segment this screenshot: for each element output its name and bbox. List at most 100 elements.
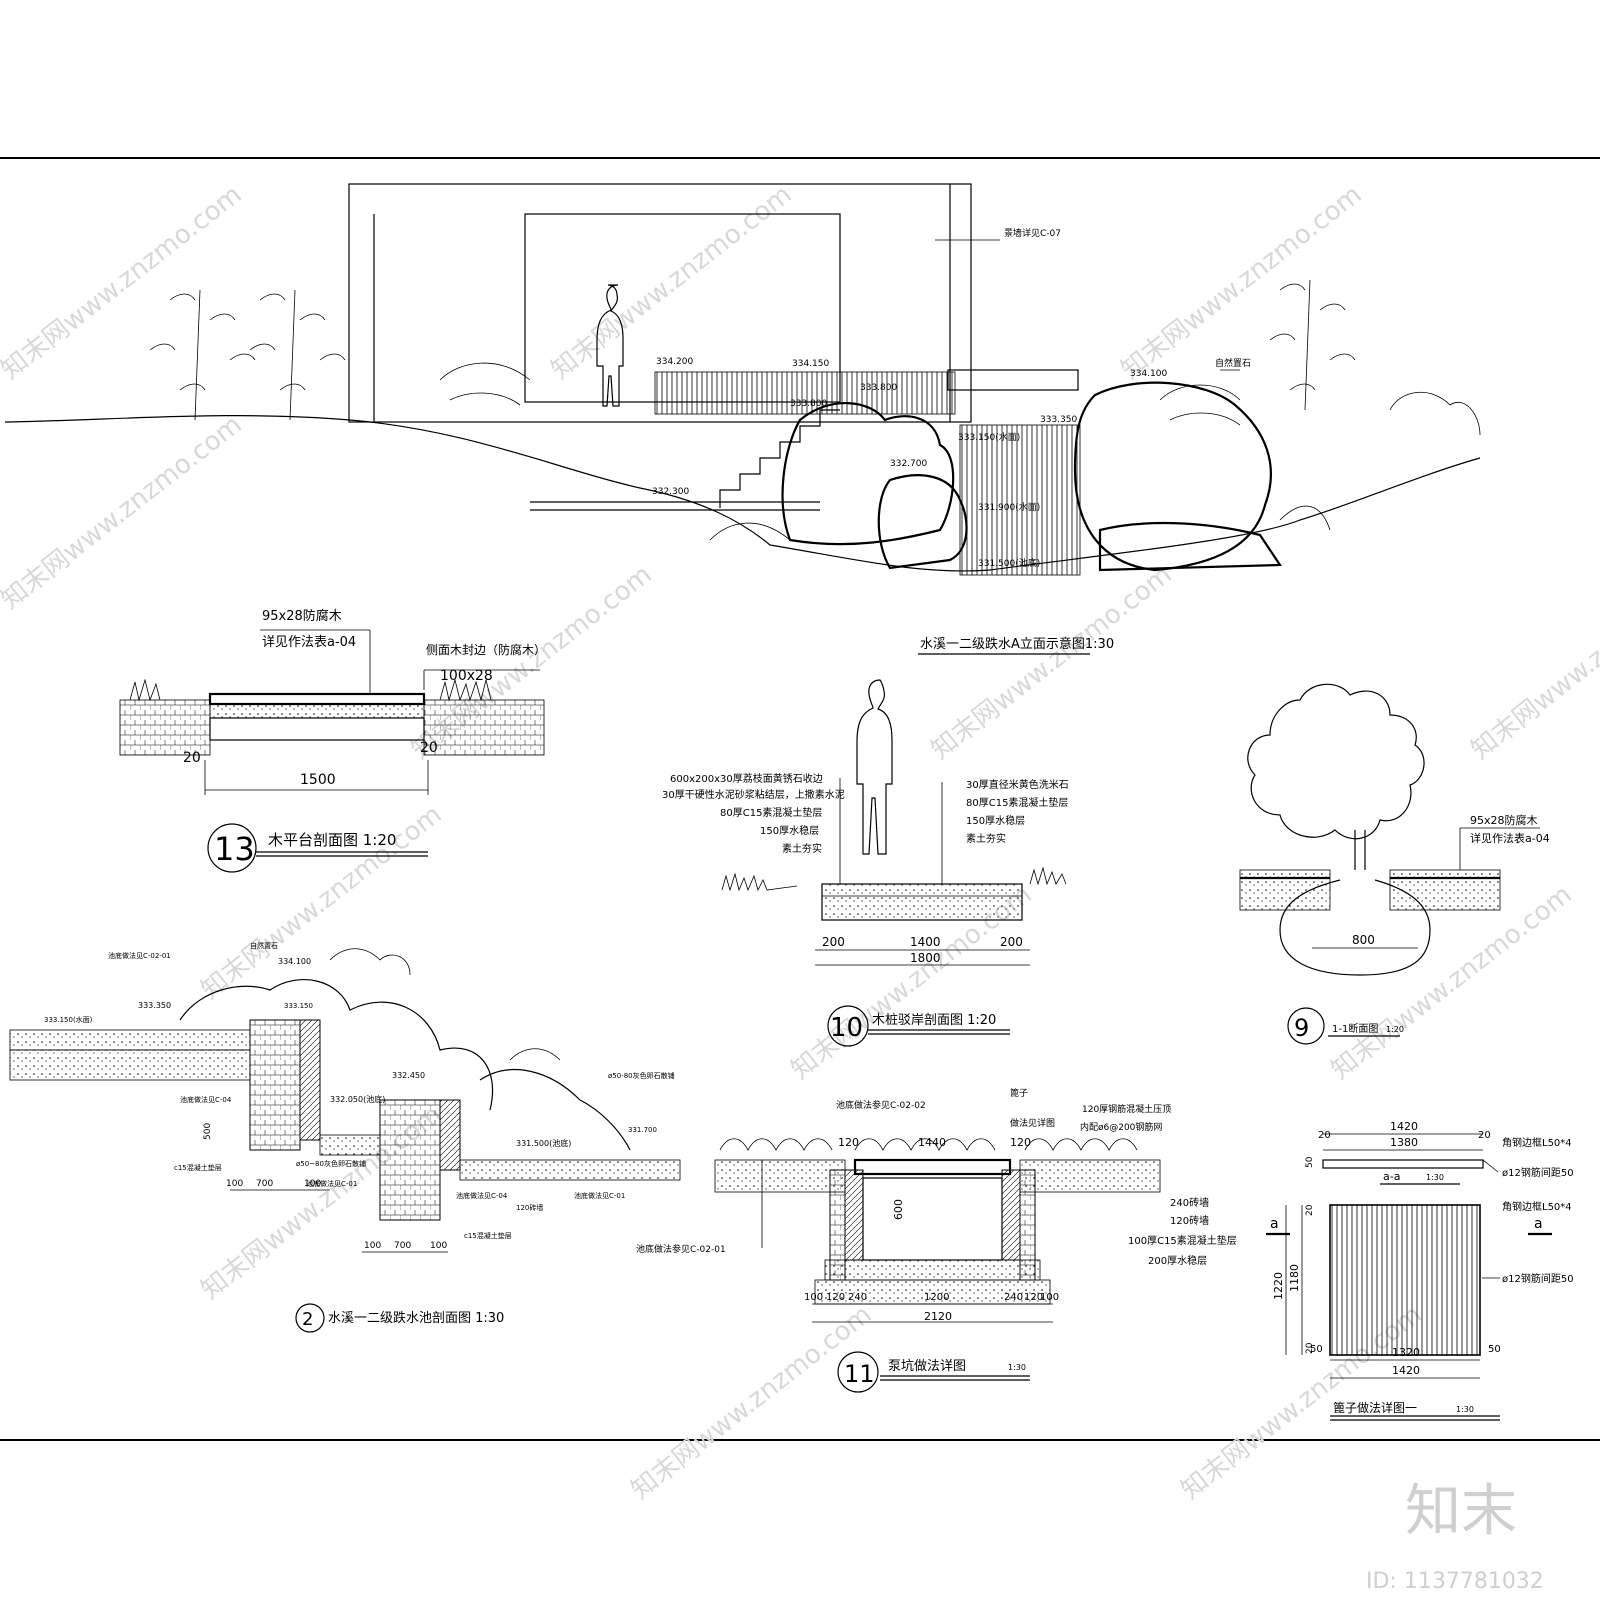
svg-text:20: 20	[420, 740, 438, 756]
svg-text:详见作法表a-04: 详见作法表a-04	[1470, 831, 1550, 845]
svg-text:a: a	[1270, 1216, 1279, 1232]
svg-text:角钢边框L50*4: 角钢边框L50*4	[1502, 1200, 1572, 1213]
svg-text:331.900(水面): 331.900(水面)	[978, 501, 1040, 513]
svg-text:知末网www.znzmo.com: 知末网www.znzmo.com	[1326, 880, 1578, 1086]
svg-text:100x28: 100x28	[440, 668, 493, 684]
tree-canopy	[1247, 683, 1425, 840]
svg-text:1200: 1200	[924, 1292, 949, 1303]
svg-text:100: 100	[226, 1179, 243, 1189]
svg-text:1-1断面图: 1-1断面图	[1332, 1022, 1378, 1035]
svg-text:333.350: 333.350	[1040, 415, 1077, 425]
svg-text:13: 13	[214, 830, 255, 868]
svg-text:95x28防腐木: 95x28防腐木	[262, 608, 342, 624]
svg-text:20: 20	[1305, 1204, 1315, 1216]
svg-text:1220: 1220	[1272, 1272, 1285, 1300]
detail-10-right-notes: 30厚直径米黄色洗米石 80厚C15素混凝土垫层 150厚水稳层 素土夯实	[941, 778, 1069, 884]
svg-text:120: 120	[1010, 1136, 1031, 1149]
trees	[149, 279, 1481, 541]
svg-text:150厚水稳层: 150厚水稳层	[966, 814, 1025, 827]
grate-plan	[1329, 1204, 1481, 1356]
root-ball	[1279, 879, 1431, 976]
svg-text:1800: 1800	[910, 951, 941, 965]
svg-text:知末网www.znzmo.com: 知末网www.znzmo.com	[1466, 560, 1600, 766]
svg-text:ø12钢筋间距50: ø12钢筋间距50	[1502, 1272, 1574, 1285]
svg-text:1:20: 1:20	[1386, 1025, 1404, 1034]
svg-text:做法见详图: 做法见详图	[1010, 1117, 1055, 1129]
svg-text:100厚C15素混凝土垫层: 100厚C15素混凝土垫层	[1128, 1234, 1237, 1247]
svg-text:泵坑做法详图: 泵坑做法详图	[888, 1359, 966, 1374]
svg-text:11: 11	[844, 1360, 875, 1388]
brand-mark: 知末 ID: 1137781032	[1366, 1479, 1544, 1594]
svg-text:700: 700	[394, 1241, 411, 1251]
svg-text:100: 100	[304, 1179, 321, 1189]
svg-text:334.100: 334.100	[278, 957, 311, 966]
svg-text:50: 50	[1488, 1344, 1501, 1355]
rock-left	[781, 401, 955, 546]
svg-text:1:30: 1:30	[1456, 1405, 1474, 1414]
svg-text:a-a: a-a	[1383, 1170, 1400, 1183]
svg-text:332.300: 332.300	[652, 487, 689, 497]
top-elevation: 景墙详见C-07 自然置石 334.200 334.150 333.800 33…	[4, 183, 1481, 655]
svg-text:2: 2	[302, 1309, 313, 1330]
svg-text:知末网www.znzmo.com: 知末网www.znzmo.com	[0, 180, 248, 386]
svg-text:333.150: 333.150	[284, 1002, 313, 1010]
svg-text:120砖墙: 120砖墙	[516, 1203, 543, 1212]
pump-pit-void	[862, 1177, 1003, 1261]
svg-text:1500: 1500	[300, 772, 336, 788]
svg-text:木平台剖面图 1:20: 木平台剖面图 1:20	[268, 831, 396, 849]
svg-text:332.050(池底): 332.050(池底)	[330, 1094, 385, 1104]
svg-text:200: 200	[822, 935, 845, 949]
svg-text:331.500(池底): 331.500(池底)	[516, 1138, 571, 1148]
svg-text:池底做法参见C-02-01: 池底做法参见C-02-01	[636, 1243, 726, 1255]
svg-text:池底做法见C-04: 池底做法见C-04	[456, 1191, 508, 1200]
svg-text:知末网www.znzmo.com: 知末网www.znzmo.com	[626, 1300, 878, 1506]
steps	[719, 409, 840, 508]
svg-text:ø50-80灰色卵石散铺: ø50-80灰色卵石散铺	[608, 1071, 675, 1080]
svg-text:景墙详见C-07: 景墙详见C-07	[1004, 227, 1061, 239]
svg-text:ID: 1137781032: ID: 1137781032	[1366, 1569, 1544, 1594]
svg-text:331.500(池底): 331.500(池底)	[978, 557, 1040, 569]
person-silhouette-10	[856, 679, 893, 855]
svg-text:自然置石: 自然置石	[250, 941, 278, 950]
svg-text:331.700: 331.700	[628, 1126, 657, 1134]
svg-text:800: 800	[1352, 933, 1375, 947]
svg-text:木桩驳岸剖面图 1:20: 木桩驳岸剖面图 1:20	[872, 1013, 996, 1028]
svg-text:1180: 1180	[1288, 1264, 1301, 1292]
svg-text:1320: 1320	[1392, 1346, 1420, 1359]
rock-outline	[179, 979, 494, 1111]
svg-text:池底做法见C-04: 池底做法见C-04	[180, 1095, 232, 1104]
svg-text:333.350: 333.350	[138, 1001, 171, 1010]
person-silhouette	[596, 284, 624, 407]
svg-text:100: 100	[804, 1292, 823, 1303]
grate-detail: 1420 20 1380 20 50 角钢边框L50*4 ø12钢筋间距50 a…	[1266, 1120, 1574, 1421]
top-elevation-title: 水溪一二级跌水A立面示意图1:30	[920, 636, 1114, 652]
detail-2-notes: 池底做法见C-02-01 自然置石 334.100 333.350 333.15…	[44, 941, 675, 1240]
elevation-labels: 334.200 334.150 333.800 333.800 333.350 …	[652, 357, 1167, 569]
detail-10-pile-section: 600x200x30厚荔枝面黄锈石收边 30厚干硬性水泥砂浆粘结层，上撒素水泥 …	[662, 679, 1069, 1047]
svg-text:100: 100	[430, 1241, 447, 1251]
svg-text:详见作法表a-04: 详见作法表a-04	[262, 635, 356, 650]
svg-text:334.100: 334.100	[1130, 369, 1167, 379]
svg-text:120: 120	[826, 1292, 845, 1303]
svg-text:333.150(水面): 333.150(水面)	[44, 1015, 93, 1024]
svg-text:1380: 1380	[1390, 1136, 1418, 1149]
detail-9-cross-section: 95x28防腐木 详见作法表a-04 800 9 1-1断面图 1:20	[1239, 683, 1550, 1045]
wall-frame-outer	[348, 183, 972, 423]
grate-section-aa	[1322, 1159, 1484, 1169]
waterfall	[959, 424, 1081, 576]
svg-text:2120: 2120	[924, 1310, 952, 1323]
svg-text:30厚直径米黄色洗米石: 30厚直径米黄色洗米石	[966, 778, 1069, 791]
svg-text:100: 100	[1040, 1292, 1059, 1303]
svg-text:120: 120	[838, 1136, 859, 1149]
svg-text:120厚钢筋混凝土压顶: 120厚钢筋混凝土压顶	[1082, 1103, 1171, 1115]
svg-text:知末网www.znzmo.com: 知末网www.znzmo.com	[1116, 180, 1368, 386]
svg-text:c15混凝土垫层: c15混凝土垫层	[464, 1231, 512, 1240]
svg-text:20: 20	[1478, 1130, 1491, 1141]
svg-text:9: 9	[1294, 1014, 1309, 1042]
svg-text:1400: 1400	[910, 935, 941, 949]
svg-text:知末网www.znzmo.com: 知末网www.znzmo.com	[926, 560, 1178, 766]
svg-text:80厚C15素混凝土垫层: 80厚C15素混凝土垫层	[966, 796, 1068, 809]
detail-11-pump-pit: 池底做法参见C-02-02 篦子 做法见详图 120厚钢筋混凝土压顶 内配ø6@…	[636, 1087, 1237, 1393]
detail-10-left-notes: 600x200x30厚荔枝面黄锈石收边 30厚干硬性水泥砂浆粘结层，上撒素水泥 …	[662, 772, 845, 884]
